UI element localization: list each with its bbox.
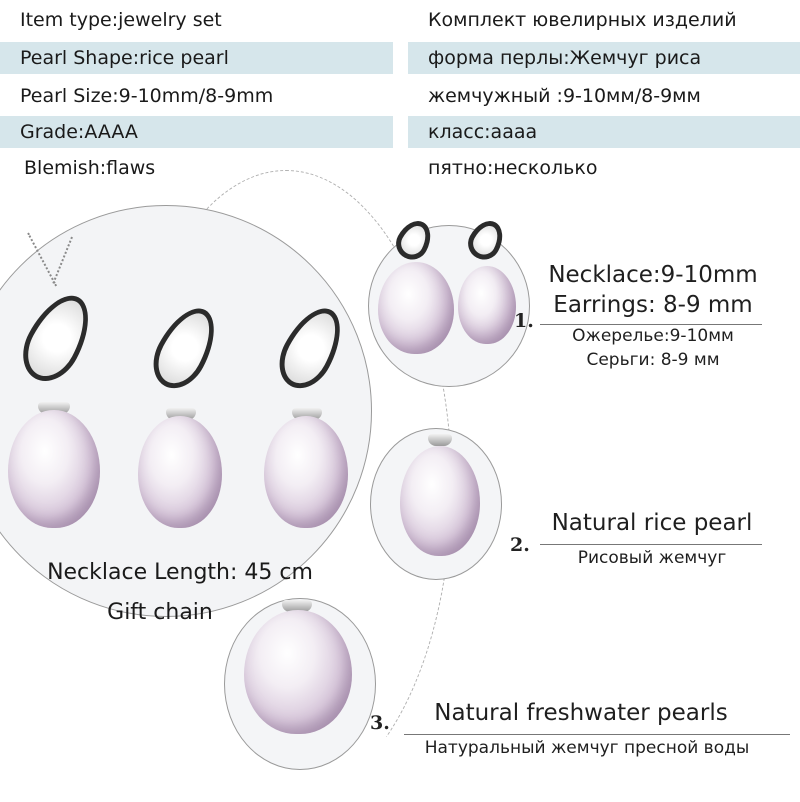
spec-pearl-shape-en: Pearl Shape:rice pearl bbox=[0, 42, 393, 74]
earring-left-pearl bbox=[138, 416, 222, 528]
earring-right-pearl bbox=[264, 416, 348, 528]
spec-pearl-size-ru: жемчужный :9-10мм/8-9мм bbox=[428, 85, 701, 107]
step-3-divider bbox=[404, 734, 790, 735]
spec-table: Item type:jewelry set Комплект ювелирных… bbox=[0, 0, 800, 185]
earring-size-ru: Серьги: 8-9 мм bbox=[586, 350, 720, 370]
rice-pearl-label: Natural rice pearl bbox=[551, 510, 753, 536]
freshwater-pearl-label: Natural freshwater pearls bbox=[434, 700, 728, 726]
spec-row-pearl-shape: Pearl Shape:rice pearl форма перлы:Жемчу… bbox=[0, 40, 800, 74]
earring-size-label: Earrings: 8-9 mm bbox=[553, 292, 753, 318]
step-3-number: 3. bbox=[370, 712, 390, 734]
step-1-number: 1. bbox=[514, 310, 534, 332]
necklace-size-ru: Ожерелье:9-10мм bbox=[572, 326, 734, 346]
pendant-pearl bbox=[8, 410, 100, 528]
step-1-divider bbox=[540, 324, 762, 325]
spec-row-pearl-size: Pearl Size:9-10mm/8-9mm жемчужный :9-10м… bbox=[0, 78, 800, 112]
spec-pearl-shape-ru: форма перлы:Жемчуг риса bbox=[408, 42, 800, 74]
freshwater-pearl-ru: Натуральный жемчуг пресной воды bbox=[424, 738, 750, 758]
rice-pearl-cap bbox=[428, 434, 452, 446]
size-detail-pearl-small bbox=[458, 266, 516, 344]
freshwater-pearl-cap bbox=[282, 600, 312, 612]
spec-row-grade: Grade:AAAA класс:аааа bbox=[0, 114, 800, 148]
necklace-size-label: Necklace:9-10mm bbox=[548, 262, 758, 288]
spec-blemish-ru: пятно:несколько bbox=[428, 157, 598, 179]
spec-pearl-size-en: Pearl Size:9-10mm/8-9mm bbox=[20, 85, 274, 107]
spec-grade-ru: класс:аааа bbox=[408, 116, 800, 148]
spec-item-type-en: Item type:jewelry set bbox=[20, 9, 222, 31]
step-2-divider bbox=[540, 544, 762, 545]
gift-chain-text: Gift chain bbox=[107, 600, 213, 625]
spec-item-type-ru: Комплект ювелирных изделий bbox=[428, 9, 737, 31]
rice-pearl-ru: Рисовый жемчуг bbox=[577, 548, 727, 568]
freshwater-pearl bbox=[244, 610, 352, 734]
size-detail-pearl-large bbox=[378, 262, 454, 354]
rice-pearl bbox=[400, 446, 480, 556]
spec-grade-en: Grade:AAAA bbox=[0, 116, 393, 148]
necklace-length-text: Necklace Length: 45 cm bbox=[47, 560, 313, 585]
spec-row-blemish: Blemish:flaws пятно:несколько bbox=[0, 150, 800, 184]
step-2-number: 2. bbox=[510, 534, 530, 556]
spec-blemish-en: Blemish:flaws bbox=[24, 157, 156, 179]
spec-row-item-type: Item type:jewelry set Комплект ювелирных… bbox=[0, 2, 800, 36]
